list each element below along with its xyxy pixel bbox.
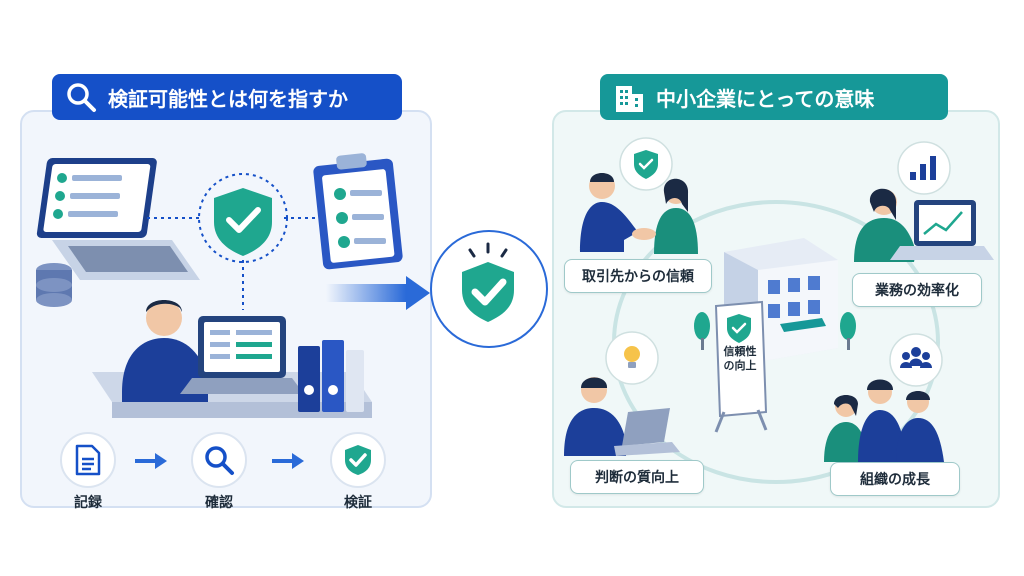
thinking-person-icon (564, 377, 680, 456)
lightbulb-speech-bubble (605, 331, 659, 385)
arrow-right-icon (272, 453, 304, 469)
shield-check-icon (462, 242, 514, 322)
handshake-people-icon (580, 173, 698, 254)
left-title-bar: 検証可能性とは何を指すか (52, 74, 402, 120)
verification-illustration (36, 153, 403, 418)
binders-icon (298, 340, 364, 412)
benefit-trust-label: 取引先からの信頼 (564, 259, 712, 293)
confirm-step (191, 432, 247, 488)
step-label-verify: 検証 (344, 495, 372, 511)
benefit-decision-label: 判断の質向上 (570, 460, 704, 494)
benefit-growth-label: 組織の成長 (830, 462, 960, 496)
shield-check-icon (214, 188, 272, 256)
shield-check-icon (345, 445, 371, 475)
bar-chart-speech-bubble (897, 141, 951, 195)
clipboard-checklist-icon (313, 153, 403, 270)
search-icon (64, 80, 98, 114)
verify-step (330, 432, 386, 488)
benefits-illustration (564, 137, 994, 484)
analyst-person-icon (854, 188, 994, 262)
arrow-right-icon (135, 453, 167, 469)
central-shield-circle (430, 230, 548, 348)
team-people-icon (824, 379, 944, 462)
trust-sign-board (714, 300, 768, 433)
magnifier-icon (205, 446, 234, 475)
right-title-bar: 中小企業にとっての意味 (600, 74, 948, 120)
shield-speech-bubble (619, 137, 673, 191)
step-label-record: 記録 (74, 495, 102, 511)
left-title: 検証可能性とは何を指すか (108, 86, 348, 111)
benefit-efficiency-label: 業務の効率化 (852, 273, 982, 307)
document-icon (75, 444, 101, 476)
right-title: 中小企業にとっての意味 (656, 86, 875, 111)
database-icon (36, 263, 72, 307)
record-step (60, 432, 116, 488)
building-icon (612, 80, 646, 114)
laptop-checklist-icon (36, 158, 200, 280)
group-speech-bubble (889, 333, 943, 387)
trust-sign-text: 信頼性の向上 (723, 345, 757, 372)
step-label-confirm: 確認 (205, 495, 233, 511)
